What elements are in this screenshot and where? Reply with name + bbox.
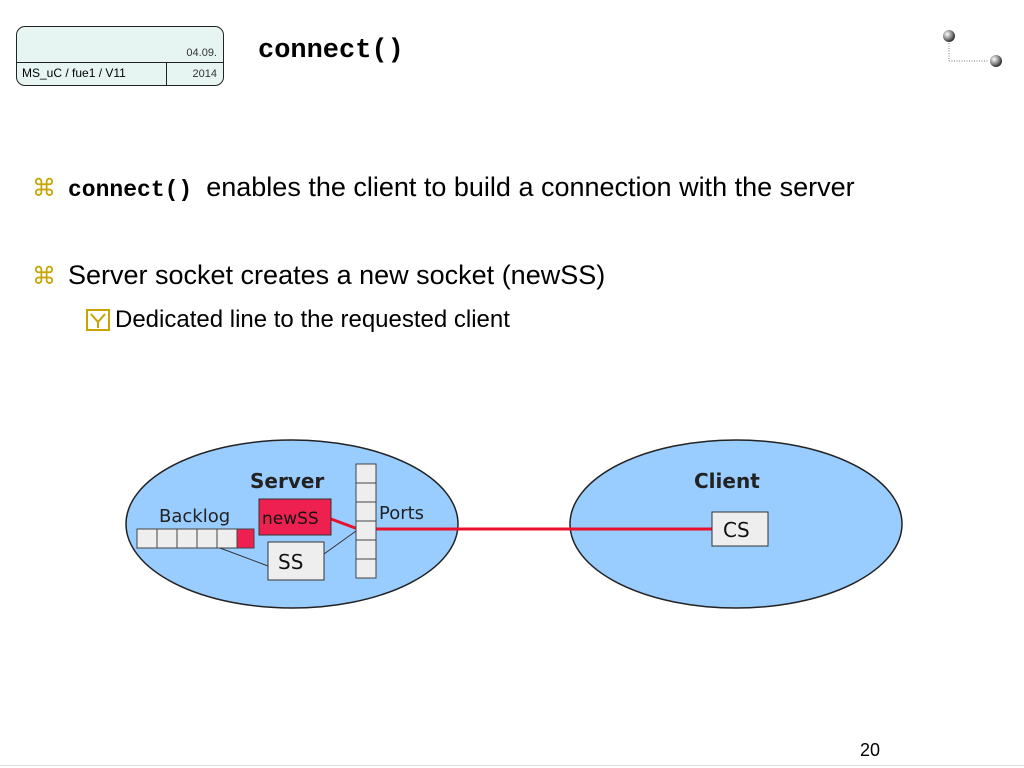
backlog-queue — [136, 528, 255, 549]
ss-box — [267, 541, 325, 581]
page-number: 20 — [860, 740, 881, 760]
header-divider — [17, 62, 223, 63]
client-label: Client — [694, 469, 760, 493]
header-vertical-divider — [166, 62, 167, 85]
command-bullet-icon: ⌘ — [32, 263, 56, 290]
server-label: Server — [250, 469, 324, 493]
bottom-divider — [0, 765, 1024, 766]
ss-label: SS — [278, 550, 303, 574]
bullet-text: enables the client to build a connection… — [206, 172, 855, 202]
header-info-box: 04.09. MS_uC / fue1 / V11 2014 — [16, 26, 224, 86]
header-course-id: MS_uC / fue1 / V11 — [22, 66, 126, 80]
slide-title: connect() — [258, 36, 404, 66]
ports-label: Ports — [379, 503, 424, 524]
header-date-day: 04.09. — [186, 47, 217, 59]
header-date-year: 2014 — [192, 68, 217, 80]
sub-bullet-dedicated-line: Dedicated line to the requested client — [86, 306, 510, 334]
bullet-server-socket: ⌘ Server socket creates a new socket (ne… — [32, 260, 605, 291]
backlog-to-ss-line — [219, 547, 269, 567]
ports-column — [355, 463, 377, 579]
command-bullet-icon: ⌘ — [32, 175, 56, 202]
newss-to-port-line — [330, 517, 359, 531]
bullet-connect: ⌘ connect() enables the client to build … — [32, 172, 855, 203]
newss-box — [258, 498, 332, 536]
socket-diagram: Server Ports newSS SS Backlog — [125, 439, 903, 609]
bullet-code: connect() — [68, 177, 193, 203]
cs-box — [711, 511, 769, 547]
checkbox-bullet-icon — [86, 309, 110, 331]
bullet-text: Server socket creates a new socket (newS… — [68, 260, 606, 290]
newss-label: newSS — [262, 509, 319, 529]
sub-bullet-text: Dedicated line to the requested client — [115, 306, 510, 333]
backlog-label: Backlog — [159, 506, 230, 527]
ss-to-port-line — [323, 530, 357, 555]
cs-label: CS — [723, 518, 750, 542]
corner-decoration-icon — [943, 30, 1002, 67]
